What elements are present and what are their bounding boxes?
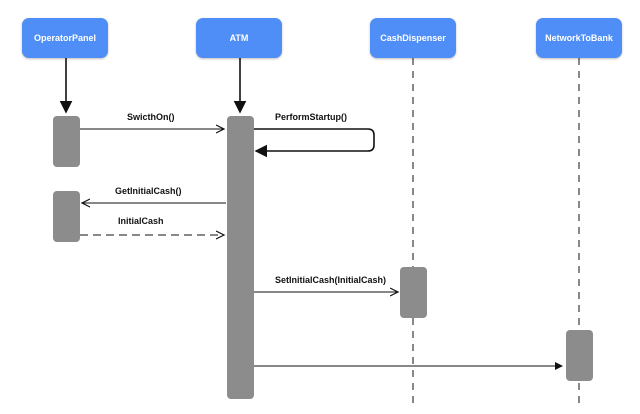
participant-operator-panel: OperatorPanel — [22, 18, 108, 58]
participant-label: OperatorPanel — [33, 33, 97, 43]
message-label-get-initial-cash: GetInitialCash() — [115, 186, 182, 196]
participant-cash-dispenser: CashDispenser — [370, 18, 456, 58]
message-label-initial-cash: InitialCash — [118, 216, 164, 226]
participant-label: CashDispenser — [380, 33, 446, 43]
message-label-set-initial-cash: SetInitialCash(InitialCash) — [275, 275, 387, 285]
participant-network-to-bank: NetworkToBank — [536, 18, 622, 58]
participant-label: NetworkToBank — [545, 33, 613, 43]
activation-operator-1 — [53, 116, 80, 167]
message-arrow-perform-startup — [254, 128, 375, 158]
message-label-switch-on: SwicthOn() — [127, 112, 175, 122]
activation-atm — [227, 116, 254, 399]
activation-network-to-bank — [566, 330, 593, 381]
message-label-perform-startup: PerformStartup() — [275, 112, 348, 122]
activation-cash-dispenser — [400, 267, 427, 318]
participant-atm: ATM — [196, 18, 282, 58]
participant-label: ATM — [229, 33, 249, 43]
activation-operator-2 — [53, 191, 80, 242]
